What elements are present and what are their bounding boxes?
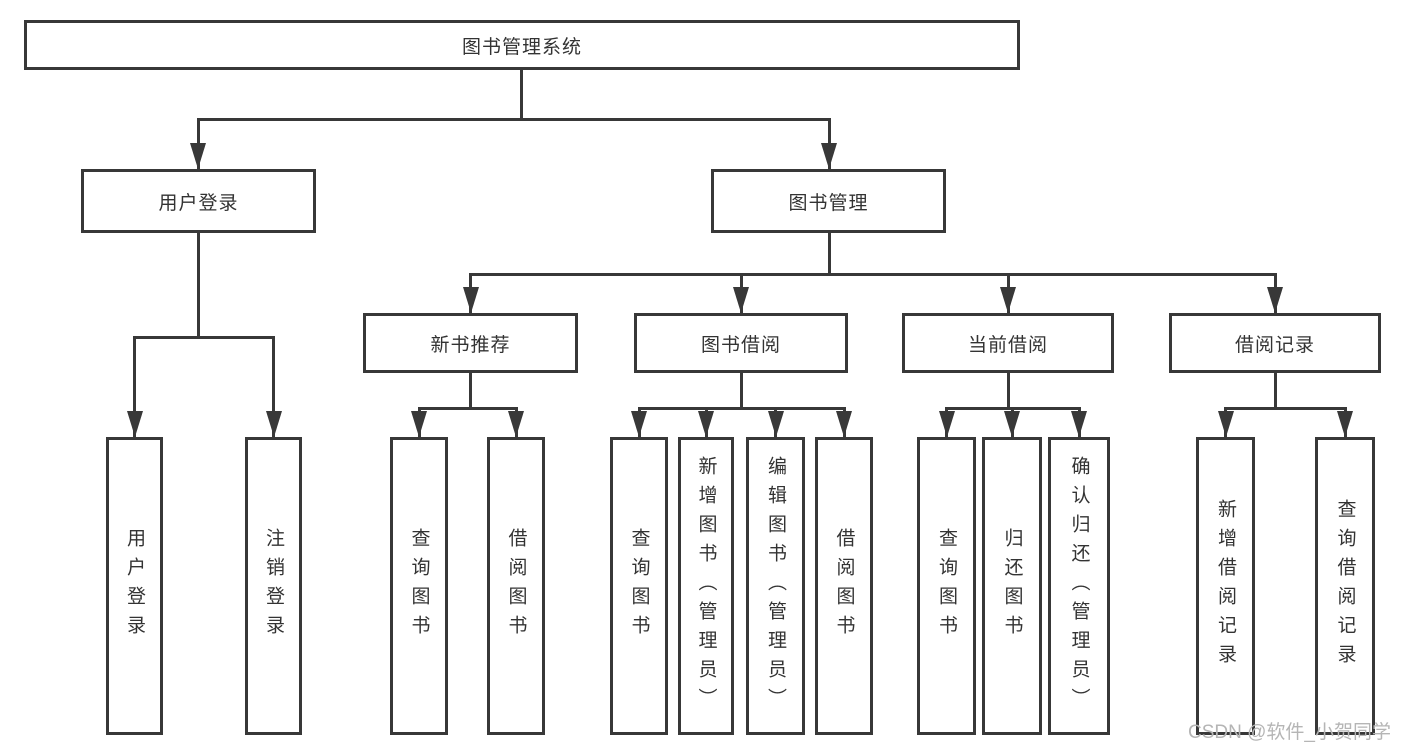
- arrowhead-down-icon: [1267, 287, 1283, 313]
- connector-line: [272, 336, 275, 437]
- leaf-bb-borrow-book: 借阅图书: [815, 437, 873, 735]
- arrowhead-down-icon: [508, 411, 524, 437]
- leaf-nb-query-book-label: 查询图书: [408, 528, 430, 644]
- leaf-cb-confirm-return-admin-label: 确认归还（管理员）: [1068, 455, 1090, 717]
- leaf-bb-edit-book-admin: 编辑图书（管理员）: [746, 437, 805, 735]
- arrowhead-down-icon: [411, 411, 427, 437]
- connector-line: [1007, 373, 1010, 410]
- leaf-bb-query-book-label: 查询图书: [628, 528, 650, 644]
- connector-line: [133, 336, 275, 339]
- leaf-br-query-record-label: 查询借阅记录: [1334, 499, 1356, 673]
- node-book-borrow-label: 图书借阅: [700, 334, 781, 356]
- leaf-cb-return-book-label: 归还图书: [1001, 528, 1023, 644]
- leaf-logout-label: 注销登录: [263, 528, 284, 644]
- arrowhead-down-icon: [1071, 411, 1087, 437]
- connector-line: [638, 407, 846, 410]
- connector-line: [740, 373, 743, 410]
- connector-line: [828, 233, 831, 276]
- node-new-book-recommend-label: 新书推荐: [430, 334, 511, 356]
- connector-line: [197, 118, 831, 121]
- node-new-book-recommend: 新书推荐: [363, 313, 578, 373]
- node-current-borrow: 当前借阅: [902, 313, 1114, 373]
- arrowhead-down-icon: [463, 287, 479, 313]
- connector-line: [1274, 373, 1277, 410]
- arrowhead-down-icon: [939, 411, 955, 437]
- node-user-login: 用户登录: [81, 169, 316, 233]
- connector-line: [197, 233, 200, 339]
- csdn-watermark: CSDN @软件_小贺同学: [1188, 722, 1391, 743]
- node-book-borrow: 图书借阅: [634, 313, 848, 373]
- arrowhead-down-icon: [266, 411, 282, 437]
- connector-line: [469, 273, 1277, 276]
- connector-line: [469, 373, 472, 410]
- node-borrow-record: 借阅记录: [1169, 313, 1381, 373]
- arrowhead-down-icon: [127, 411, 143, 437]
- node-current-borrow-label: 当前借阅: [967, 334, 1048, 356]
- leaf-br-query-record: 查询借阅记录: [1315, 437, 1375, 735]
- node-root: 图书管理系统: [24, 20, 1020, 70]
- leaf-nb-borrow-book: 借阅图书: [487, 437, 545, 735]
- arrowhead-down-icon: [733, 287, 749, 313]
- arrowhead-down-icon: [1004, 411, 1020, 437]
- arrowhead-down-icon: [1000, 287, 1016, 313]
- leaf-bb-query-book: 查询图书: [610, 437, 668, 735]
- arrowhead-down-icon: [190, 143, 206, 169]
- arrowhead-down-icon: [821, 143, 837, 169]
- leaf-cb-confirm-return-admin: 确认归还（管理员）: [1048, 437, 1110, 735]
- arrowhead-down-icon: [836, 411, 852, 437]
- leaf-user-login-label: 用户登录: [124, 528, 145, 644]
- leaf-cb-return-book: 归还图书: [982, 437, 1042, 735]
- arrowhead-down-icon: [631, 411, 647, 437]
- leaf-bb-add-book-admin-label: 新增图书（管理员）: [695, 455, 717, 717]
- connector-line: [520, 68, 523, 121]
- node-book-management-label: 图书管理: [788, 192, 869, 214]
- leaf-user-login: 用户登录: [106, 437, 163, 735]
- leaf-bb-borrow-book-label: 借阅图书: [833, 528, 855, 644]
- leaf-bb-add-book-admin: 新增图书（管理员）: [678, 437, 734, 735]
- connector-line: [1224, 407, 1347, 410]
- leaf-nb-borrow-book-label: 借阅图书: [505, 528, 527, 644]
- leaf-br-add-record-label: 新增借阅记录: [1215, 499, 1236, 673]
- leaf-nb-query-book: 查询图书: [390, 437, 448, 735]
- node-book-management: 图书管理: [711, 169, 946, 233]
- arrowhead-down-icon: [1218, 411, 1234, 437]
- node-user-login-label: 用户登录: [158, 192, 239, 214]
- leaf-bb-edit-book-admin-label: 编辑图书（管理员）: [765, 455, 786, 717]
- connector-line: [133, 336, 136, 437]
- node-borrow-record-label: 借阅记录: [1234, 334, 1315, 356]
- arrowhead-down-icon: [698, 411, 714, 437]
- leaf-logout: 注销登录: [245, 437, 302, 735]
- connector-line: [418, 407, 518, 410]
- leaf-cb-query-book: 查询图书: [917, 437, 976, 735]
- node-root-label: 图书管理系统: [461, 36, 582, 58]
- leaf-cb-query-book-label: 查询图书: [936, 528, 957, 644]
- arrowhead-down-icon: [1337, 411, 1353, 437]
- arrowhead-down-icon: [768, 411, 784, 437]
- leaf-br-add-record: 新增借阅记录: [1196, 437, 1255, 735]
